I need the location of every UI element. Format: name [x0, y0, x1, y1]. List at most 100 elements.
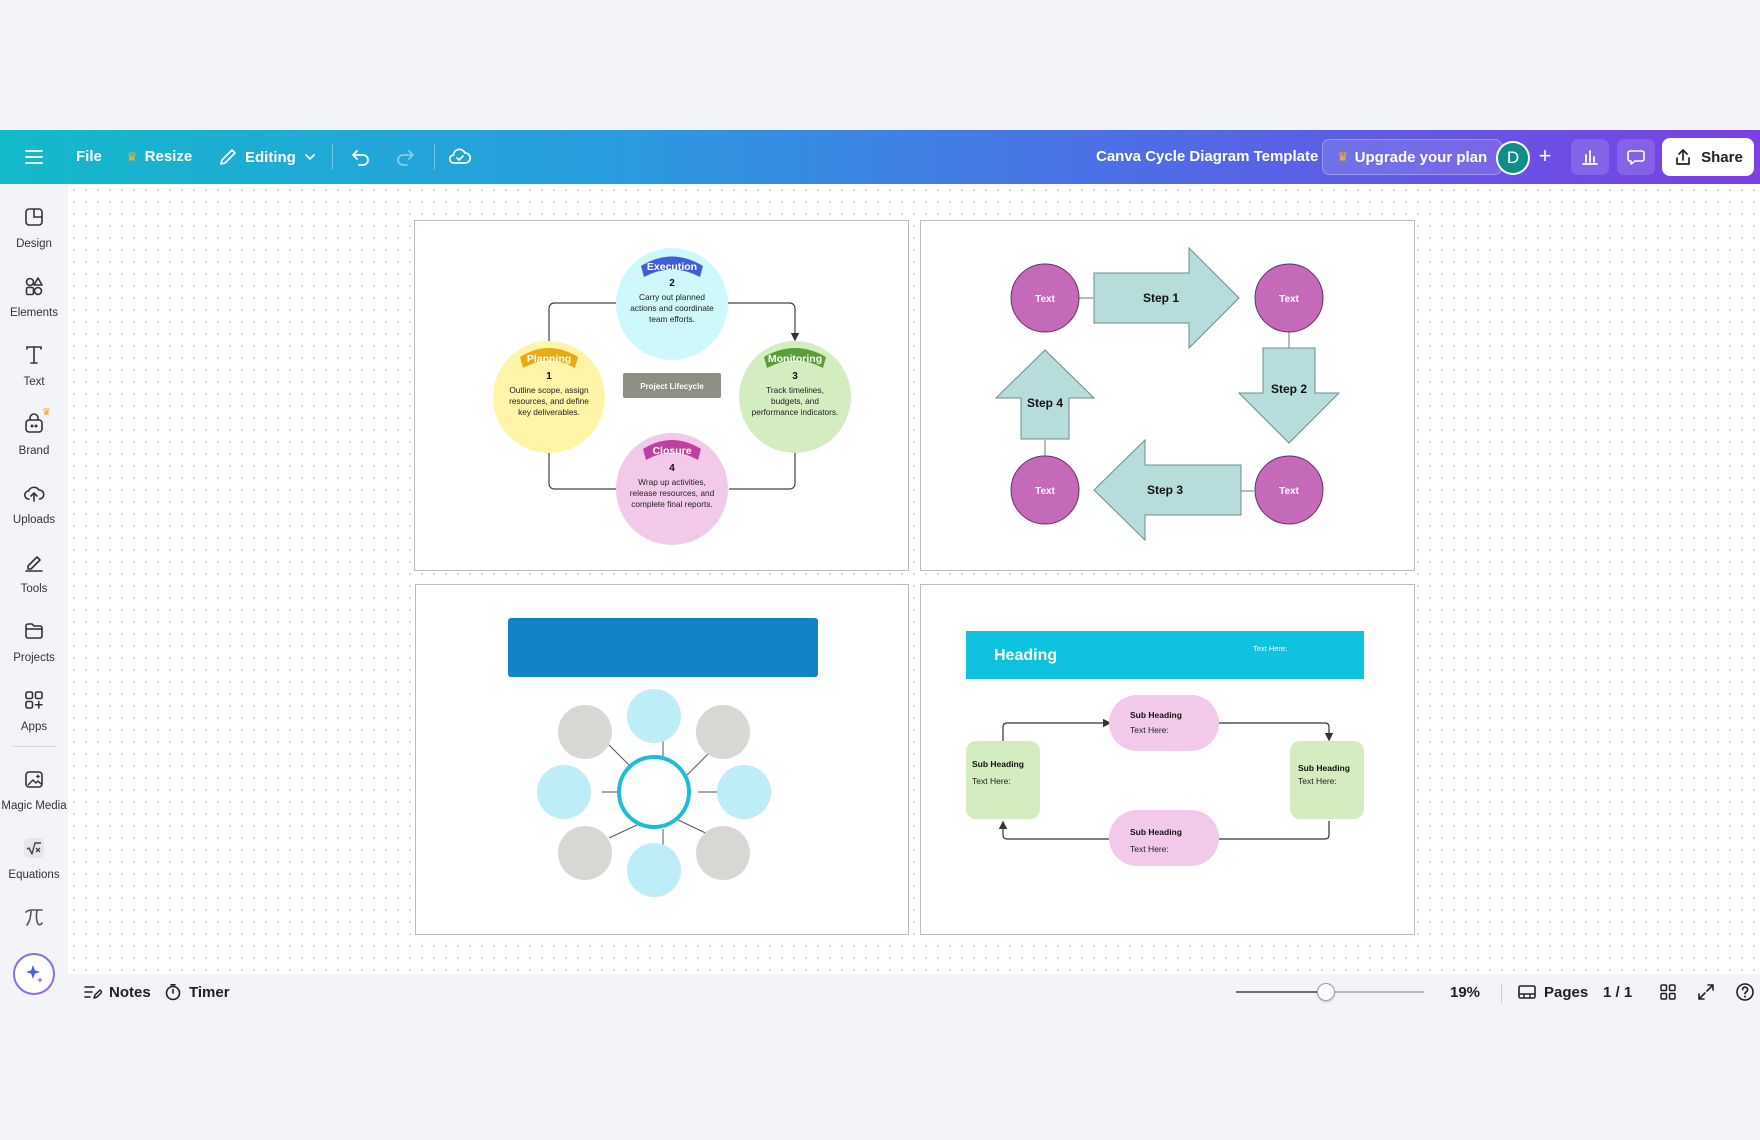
design-canvas[interactable]: Execution 2 Carry out planned actions an…: [68, 184, 1760, 974]
upgrade-button[interactable]: ♛ Upgrade your plan: [1322, 139, 1503, 175]
gray-node: [696, 705, 750, 759]
center-label-text: Project Lifecycle: [640, 382, 704, 391]
svg-text:Text: Text: [1279, 294, 1299, 305]
toolbar-divider: [332, 144, 333, 170]
planning-stage: Planning 1 Outline scope, assign resourc…: [493, 341, 605, 453]
fullscreen-button[interactable]: [1697, 974, 1715, 1010]
zoom-level[interactable]: 19%: [1450, 983, 1481, 1001]
timer-button[interactable]: Timer: [164, 974, 230, 1010]
cloud-check-icon: [448, 148, 472, 164]
sidebar-item-design[interactable]: Design: [0, 206, 68, 252]
text-circle-top-right: Text: [1254, 263, 1324, 333]
arrow-up-shape: [994, 349, 1096, 440]
step-3-label: Step 3: [1147, 483, 1183, 497]
step-2-label: Step 2: [1271, 382, 1307, 396]
blue-node: [717, 765, 771, 819]
menu-button[interactable]: [24, 147, 44, 167]
execution-label: Execution: [647, 261, 697, 273]
arrow-down-shape: [1237, 347, 1341, 444]
share-button[interactable]: Share: [1662, 138, 1754, 176]
save-status-button[interactable]: [448, 145, 472, 169]
blue-node: [627, 843, 681, 897]
execution-banner: [641, 256, 703, 277]
page-heading-cycle[interactable]: Heading Text Here: Sub Heading Text Here…: [920, 584, 1415, 935]
notes-button[interactable]: Notes: [82, 974, 151, 1010]
gray-node: [558, 826, 612, 880]
editing-dropdown[interactable]: Editing: [218, 147, 317, 167]
text-circle-bottom-right: Text: [1254, 455, 1324, 525]
grid-view-button[interactable]: [1659, 974, 1677, 1010]
avatar[interactable]: D: [1496, 141, 1530, 175]
pages-button[interactable]: Pages: [1517, 974, 1588, 1010]
execution-number: 2: [669, 278, 675, 289]
chevron-down-icon: [304, 154, 315, 161]
sparkle-icon: [26, 965, 43, 983]
connector-line: [1219, 722, 1334, 742]
comments-button[interactable]: [1617, 139, 1655, 175]
connector-line: [729, 451, 796, 490]
page-hub-spoke[interactable]: [415, 584, 909, 935]
text-circle-top-left: Text: [1010, 263, 1080, 333]
sidebar-item-elements[interactable]: Elements: [0, 275, 68, 321]
sidebar-item-brand[interactable]: ♛ Brand: [18, 407, 51, 457]
zoom-slider-thumb[interactable]: [1317, 983, 1336, 1001]
hub-circle: [617, 755, 691, 829]
svg-text:team efforts.: team efforts.: [649, 314, 695, 324]
redo-icon: [397, 150, 414, 166]
step-cycle-diagram: Step 1 Step 2 Step 3 Step 4 Text: [994, 246, 1341, 542]
sidebar-item-projects[interactable]: Projects: [0, 620, 68, 666]
step-3-arrow: Step 3: [1093, 438, 1242, 542]
connector-line: [707, 302, 800, 342]
svg-text:Text: Text: [1035, 294, 1055, 305]
brand-icon: [25, 413, 43, 433]
sidebar-item-tools[interactable]: Tools: [0, 551, 68, 597]
design-title[interactable]: Canva Cycle Diagram Template: [1096, 148, 1319, 165]
invite-button[interactable]: +: [1530, 142, 1560, 172]
sidebar-item-uploads[interactable]: Uploads: [0, 482, 68, 528]
cloud-upload-icon: [23, 486, 45, 502]
blue-node: [627, 689, 681, 743]
sidebar-item-magic-media[interactable]: Magic Media: [0, 768, 68, 814]
closure-stage: Closure 4 Wrap up activities, release re…: [616, 433, 728, 545]
sub-heading-bottom: Sub Heading Text Here:: [1109, 810, 1219, 866]
svg-text:Sub Heading: Sub Heading: [972, 759, 1024, 769]
tools-pen-icon: [25, 556, 43, 572]
closure-banner: [643, 440, 701, 460]
purple-circle: [1254, 263, 1324, 333]
sidebar-item-text[interactable]: Text: [0, 344, 68, 390]
resize-button[interactable]: ♛ Resize: [126, 148, 193, 165]
monitoring-banner: [764, 348, 826, 368]
svg-text:key deliverables.: key deliverables.: [518, 407, 580, 417]
pink-pill: [1109, 810, 1219, 866]
undo-button[interactable]: [350, 146, 372, 168]
heading-cycle-diagram: Heading Text Here: Sub Heading Text Here…: [966, 631, 1364, 866]
sidebar-item-pi-app[interactable]: [0, 906, 68, 934]
arrow-right-shape: [1093, 246, 1240, 350]
notes-icon: [84, 986, 102, 999]
pink-pill: [1109, 695, 1219, 751]
hamburger-icon: [25, 150, 43, 164]
help-button[interactable]: [1735, 974, 1755, 1010]
purple-circle: [1254, 455, 1324, 525]
connector-line: [998, 820, 1109, 840]
planning-number: 1: [546, 371, 552, 382]
magic-assistant-button[interactable]: [13, 953, 55, 995]
connector-line: [1219, 821, 1330, 840]
insights-button[interactable]: [1571, 139, 1609, 175]
sidebar-item-equations[interactable]: Equations: [0, 837, 68, 883]
file-menu[interactable]: File: [76, 148, 102, 165]
page-step-cycle[interactable]: Step 1 Step 2 Step 3 Step 4 Text: [920, 220, 1415, 571]
step-2-arrow: Step 2: [1237, 347, 1341, 444]
purple-circle: [1010, 455, 1080, 525]
connector-line: [548, 453, 617, 490]
page-project-lifecycle[interactable]: Execution 2 Carry out planned actions an…: [414, 220, 909, 571]
zoom-slider[interactable]: [1236, 983, 1424, 1001]
redo-button[interactable]: [394, 146, 416, 168]
closure-label: Closure: [652, 445, 691, 457]
sidebar-item-apps[interactable]: Apps: [0, 689, 68, 735]
svg-text:actions and coordinate: actions and coordinate: [630, 303, 714, 313]
step-1-label: Step 1: [1143, 291, 1179, 305]
gray-node: [558, 705, 612, 759]
execution-stage: Execution 2 Carry out planned actions an…: [616, 248, 728, 360]
grid-view-icon: [1660, 984, 1676, 1000]
